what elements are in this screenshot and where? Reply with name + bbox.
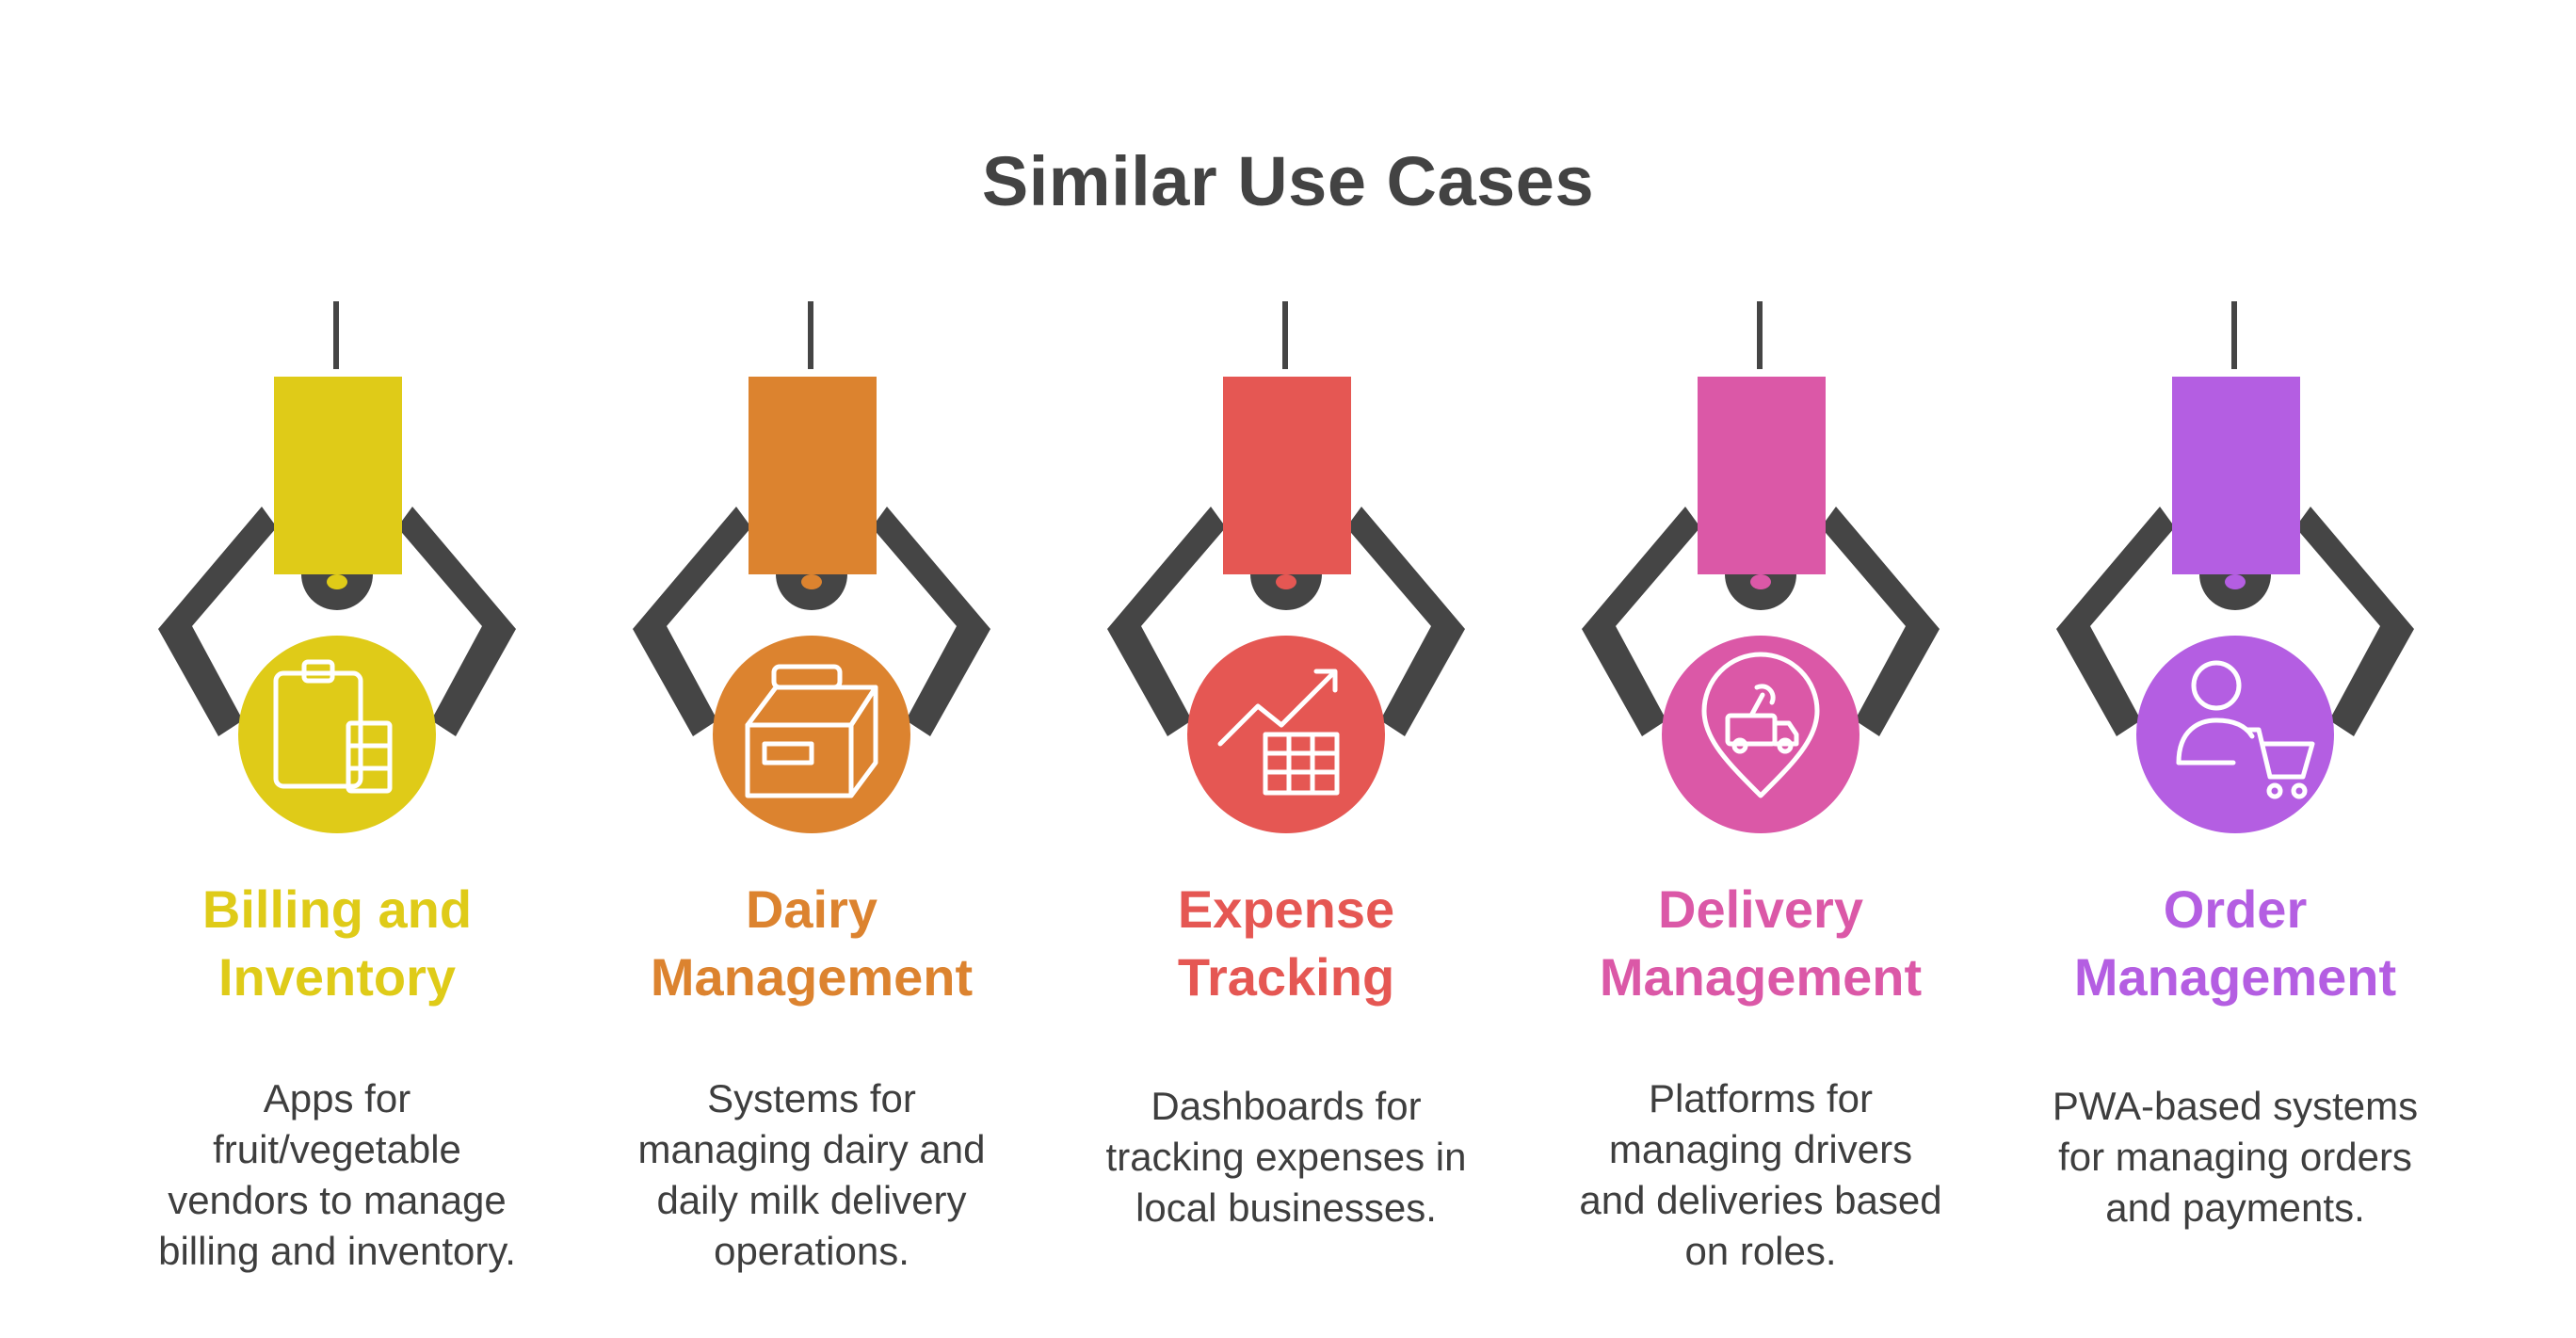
claw-joint (1250, 574, 1322, 610)
claw-graphic (633, 301, 990, 833)
claw-body-block (749, 377, 877, 574)
claw-joint-dot (2225, 574, 2246, 589)
claw-right-arm (872, 507, 990, 736)
claw-graphic (1582, 301, 1940, 833)
claw-joint (776, 574, 847, 610)
claw-graphic (1107, 301, 1465, 833)
claw-body-block (1698, 377, 1826, 574)
claw-graphic (2056, 301, 2414, 833)
claw-held-circle (238, 636, 436, 833)
claw-body-block (274, 377, 402, 574)
claw-joint (301, 574, 373, 610)
claw-wire (333, 301, 339, 369)
claw-right-arm (397, 507, 516, 736)
page-title: Similar Use Cases (981, 142, 1595, 220)
claw-left-arm (158, 507, 277, 736)
claw-wire (2231, 301, 2237, 369)
claw-left-arm (2056, 507, 2175, 736)
claw-held-circle (1662, 636, 1860, 833)
claw-joint-dot (1276, 574, 1296, 589)
expense-chart-icon (1217, 669, 1340, 796)
claw-held-circle (2136, 636, 2334, 833)
claw-left-arm (1107, 507, 1226, 736)
claw-graphic (158, 301, 516, 833)
claw-left-arm (633, 507, 751, 736)
milk-carton-icon (745, 664, 878, 798)
claw-right-arm (1821, 507, 1940, 736)
claw-joint (1725, 574, 1796, 610)
claw-joint (2199, 574, 2271, 610)
claw-wire (1757, 301, 1763, 369)
claw-body-block (1223, 377, 1351, 574)
claw-left-arm (1582, 507, 1700, 736)
user-cart-icon (2176, 660, 2315, 799)
claw-right-arm (2295, 507, 2414, 736)
claw-right-arm (1346, 507, 1465, 736)
clipboard-inventory-icon (273, 659, 393, 794)
claw-wire (808, 301, 813, 369)
claw-joint-dot (327, 574, 347, 589)
delivery-location-icon (1701, 652, 1820, 798)
claw-wire (1282, 301, 1288, 369)
claw-body-block (2172, 377, 2300, 574)
claw-joint-dot (801, 574, 822, 589)
claw-joint-dot (1750, 574, 1771, 589)
